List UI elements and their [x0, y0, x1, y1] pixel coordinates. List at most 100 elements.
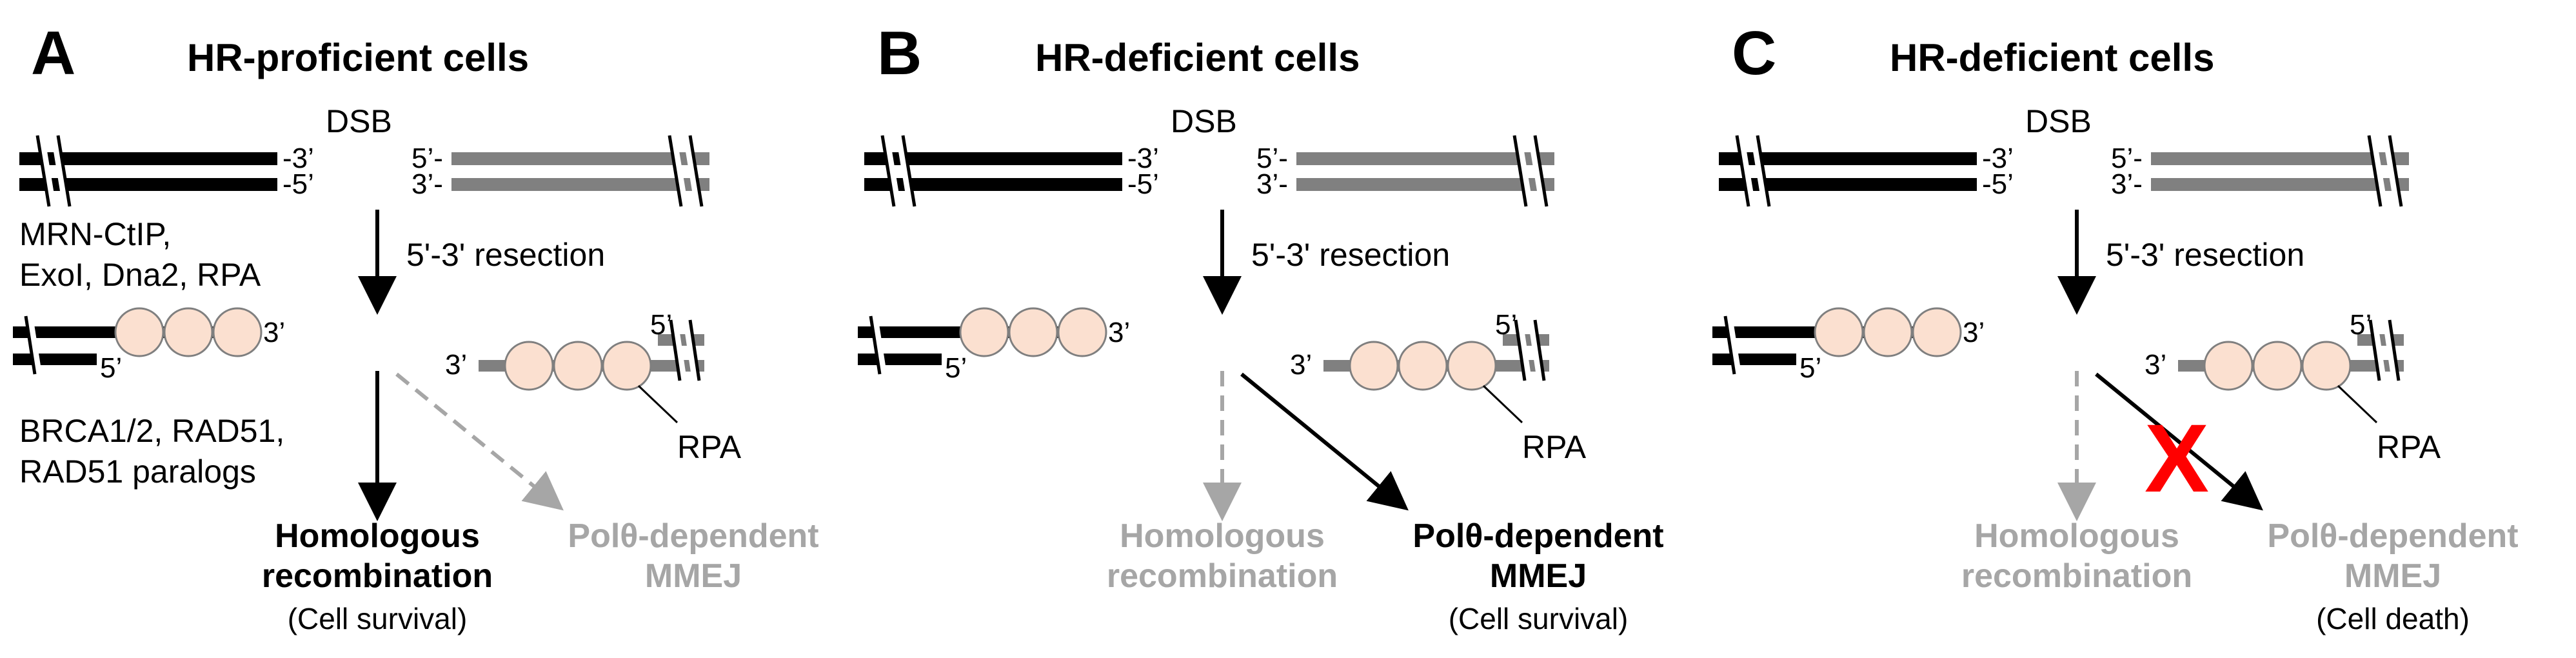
- tail-label-5: 5’: [100, 352, 122, 384]
- break-mark-gap: [896, 135, 914, 207]
- break-mark: [869, 315, 882, 375]
- break-mark: [2388, 135, 2403, 207]
- dna-strand-bottom: [1296, 178, 1554, 191]
- break-mark-gap: [683, 319, 698, 381]
- rpa-protein: [1349, 341, 1399, 391]
- mmej-outcome-line-2: MMEJ: [2344, 557, 2441, 595]
- break-mark: [688, 319, 701, 381]
- end-label-5-right: 5’-: [411, 143, 443, 174]
- resected-right-end: 3’ 5’ RPA: [2145, 309, 2441, 465]
- rpa-leader-line: [2337, 384, 2378, 424]
- break-mark: [688, 135, 704, 207]
- resection-label: 5'-3' resection: [406, 237, 605, 273]
- break-mark-gap: [2383, 319, 2398, 381]
- dsb-right-duplex: 5’- 3’-: [2111, 135, 2409, 207]
- hr-outcome-line-2: recombination: [1961, 557, 2192, 595]
- tail-label-3: 3’: [2145, 349, 2166, 381]
- dna-strand-bottom: [13, 354, 97, 365]
- break-mark-gap: [2370, 135, 2388, 207]
- break-mark-gap: [670, 135, 688, 207]
- tail-label-5: 5’: [1495, 309, 1517, 341]
- rpa-protein: [1814, 307, 1864, 357]
- hr-factor-line-1: BRCA1/2, RAD51,: [19, 413, 284, 449]
- panel-title: HR-deficient cells: [1035, 36, 1360, 79]
- dna-strand-bottom: [864, 178, 1122, 191]
- break-mark-gap: [883, 135, 901, 207]
- rpa-protein: [1398, 341, 1448, 391]
- break-mark-gap: [671, 319, 687, 381]
- end-label-3: -3’: [1982, 143, 2014, 174]
- break-mark-gap: [2371, 319, 2386, 381]
- rpa-protein: [553, 341, 603, 391]
- break-mark: [1756, 135, 1771, 207]
- rpa-protein: [1863, 307, 1913, 357]
- rpa-protein: [2203, 341, 2254, 391]
- break-mark: [1533, 135, 1549, 207]
- dsb-label: DSB: [2025, 103, 2092, 139]
- break-mark-gap: [683, 135, 701, 207]
- dna-strand-top: [1719, 152, 1977, 165]
- rpa-protein: [1447, 341, 1497, 391]
- end-label-5: -5’: [282, 168, 314, 200]
- break-mark-gap: [1516, 319, 1532, 381]
- dna-strand-top: [1296, 152, 1554, 165]
- hr-result: (Cell survival): [288, 602, 468, 635]
- dna-strand-bottom: [451, 178, 709, 191]
- dsb-label: DSB: [1171, 103, 1237, 139]
- hr-outcome-line-1: Homologous: [1120, 517, 1325, 555]
- dna-strand-top: [2151, 152, 2409, 165]
- hr-outcome-line-2: recombination: [1107, 557, 1338, 595]
- break-mark-gap: [51, 135, 69, 207]
- break-mark-gap: [1528, 135, 1546, 207]
- panel-letter: A: [31, 19, 75, 88]
- rpa-protein: [1912, 307, 1962, 357]
- mmej-arrow: [1240, 372, 1409, 511]
- mmej-arrow-dashed: [395, 372, 564, 511]
- panel-letter: C: [1732, 19, 1776, 88]
- break-mark-gap: [2383, 135, 2401, 207]
- mmej-outcome-line-2: MMEJ: [645, 557, 742, 595]
- rpa-leader-line: [637, 384, 679, 424]
- rpa-protein: [114, 307, 164, 357]
- dna-strand-top: [451, 152, 709, 165]
- dna-strand-bottom: [1719, 178, 1977, 191]
- tail-label-3: 3’: [1963, 317, 1985, 348]
- dna-strand-top: [19, 152, 277, 165]
- end-label-3-right: 3’-: [2111, 168, 2143, 200]
- break-mark: [668, 135, 683, 207]
- rpa-label: RPA: [1522, 429, 1587, 465]
- break-mark-gap: [1515, 135, 1533, 207]
- break-mark-gap: [871, 315, 887, 375]
- end-label-5: -5’: [1982, 168, 2014, 200]
- tail-label-5: 5’: [945, 352, 967, 384]
- mmej-outcome-line-2: MMEJ: [1490, 557, 1587, 595]
- break-mark: [880, 135, 896, 207]
- hr-factor-line-2: RAD51 paralogs: [19, 454, 256, 490]
- mmej-outcome-line-1: Polθ-dependent: [568, 517, 818, 555]
- mmej-outcome-line-1: Polθ-dependent: [2267, 517, 2518, 555]
- break-mark-gap: [1726, 315, 1741, 375]
- rpa-protein: [602, 341, 652, 391]
- hr-outcome-line-1: Homologous: [275, 517, 480, 555]
- dna-strand-top: [864, 152, 1122, 165]
- end-label-3-right: 3’-: [1256, 168, 1288, 200]
- end-label-3: -3’: [282, 143, 314, 174]
- rpa-protein: [504, 341, 554, 391]
- break-mark-gap: [1528, 319, 1543, 381]
- break-mark: [2368, 319, 2381, 381]
- resected-right-end: 3’ 5’ RPA: [445, 309, 742, 465]
- rpa-protein: [212, 307, 263, 357]
- dna-strand-bottom: [1712, 354, 1796, 365]
- rpa-leader-line: [1482, 384, 1523, 424]
- break-mark: [2388, 319, 2401, 381]
- tail-label-5: 5’: [1799, 352, 1821, 384]
- break-mark-gap: [26, 315, 42, 375]
- dna-strand-bottom: [2151, 178, 2409, 191]
- tail-label-3: 3’: [445, 349, 467, 381]
- rpa-protein: [2252, 341, 2303, 391]
- break-mark: [1514, 319, 1527, 381]
- resected-left-end: 3’ 5’: [13, 307, 285, 384]
- tail-label-5: 5’: [2350, 309, 2372, 341]
- dna-strand-bottom: [19, 178, 277, 191]
- end-label-5: -5’: [1127, 168, 1159, 200]
